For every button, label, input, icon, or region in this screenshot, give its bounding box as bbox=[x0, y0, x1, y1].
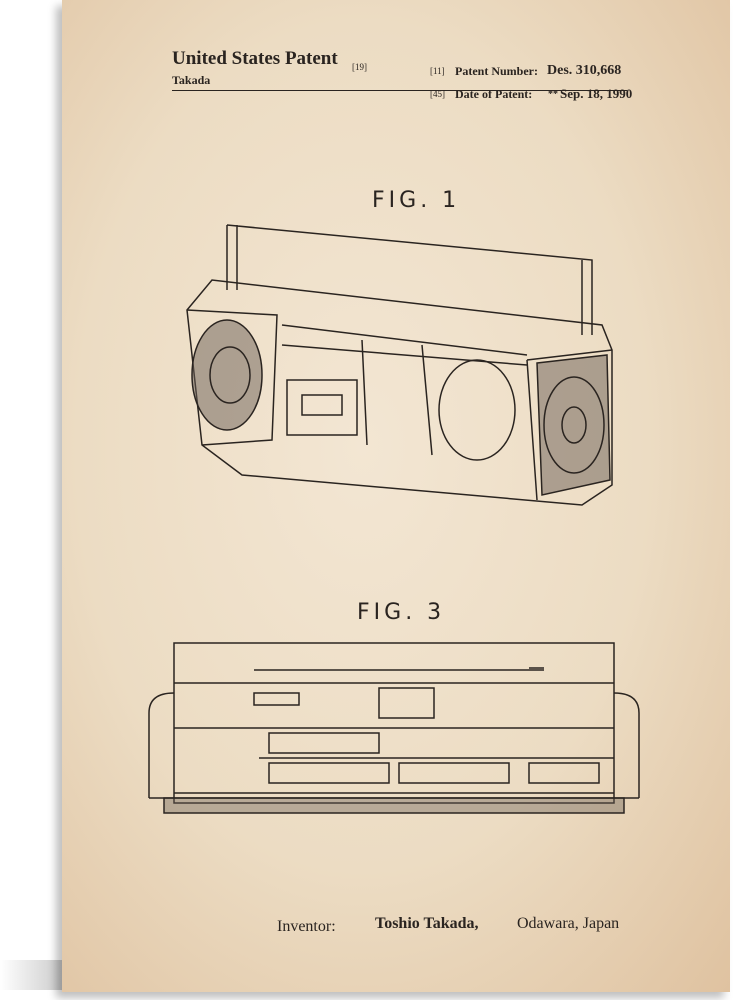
fig1-label: FIG. 1 bbox=[372, 188, 461, 213]
title-ref: [19] bbox=[352, 62, 367, 72]
fig3-label: FIG. 3 bbox=[357, 600, 446, 625]
date-ref: [45] bbox=[430, 89, 445, 99]
inventor-label: Inventor: bbox=[277, 918, 336, 935]
number-value: Des. 310,668 bbox=[547, 63, 622, 78]
date-value: Sep. 18, 1990 bbox=[560, 86, 633, 101]
date-mark: ** bbox=[548, 89, 558, 100]
fig3-boombox-drawing bbox=[148, 642, 640, 814]
inventor-location: Odawara, Japan bbox=[517, 915, 620, 932]
fig1-boombox-drawing bbox=[186, 224, 613, 506]
number-label: Patent Number: bbox=[455, 64, 538, 78]
patent-title: United States Patent bbox=[172, 48, 338, 69]
header-rule bbox=[172, 90, 627, 91]
canvas-shadow bbox=[0, 960, 62, 990]
inventor-short: Takada bbox=[172, 73, 211, 87]
date-label: Date of Patent: bbox=[455, 87, 533, 101]
number-ref: [11] bbox=[430, 66, 445, 76]
patent-canvas: United States Patent [19] Takada [11] Pa… bbox=[62, 0, 730, 992]
inventor-name: Toshio Takada, bbox=[375, 915, 479, 932]
